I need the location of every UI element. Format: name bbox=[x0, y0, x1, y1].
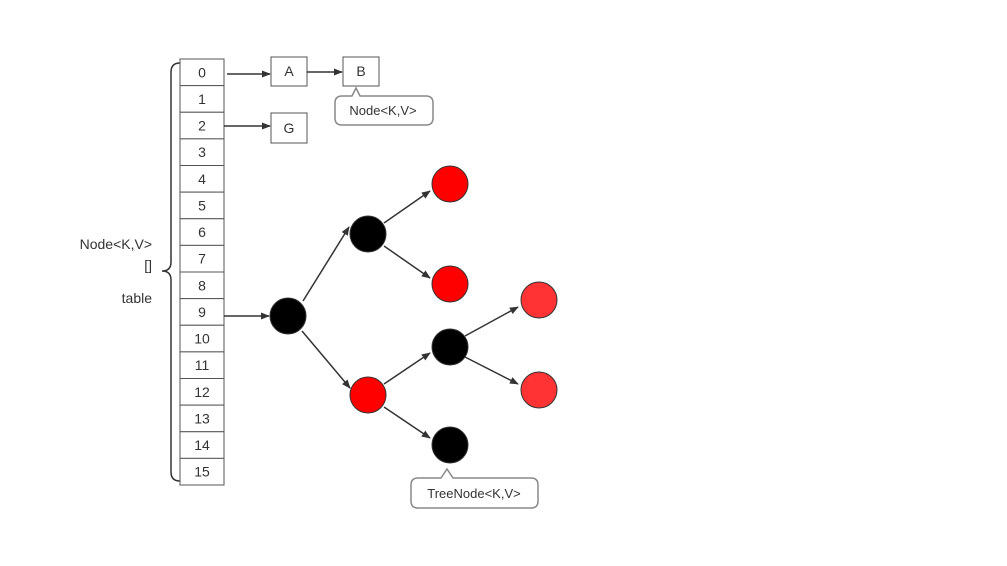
node-label-b: B bbox=[356, 63, 365, 79]
tree-node-l1-down-red bbox=[431, 265, 469, 303]
table-cell-index: 14 bbox=[194, 437, 210, 453]
table-cell bbox=[179, 85, 225, 113]
node-label-a: A bbox=[284, 63, 294, 79]
tree-edge-r2-down bbox=[464, 356, 519, 385]
callout-treenode-bubble bbox=[410, 467, 539, 509]
table-cell bbox=[179, 191, 225, 220]
table-cell-index: 12 bbox=[194, 384, 210, 400]
table-cell-index: 5 bbox=[198, 197, 206, 213]
tree-edge-r2-up bbox=[464, 306, 519, 337]
table-cell-index: 8 bbox=[198, 277, 206, 293]
callout-node-bubble bbox=[334, 86, 434, 126]
node-label-g: G bbox=[284, 120, 295, 136]
tree-node-root-black bbox=[269, 297, 307, 335]
table-cell bbox=[179, 58, 225, 87]
node-box-a bbox=[270, 56, 308, 87]
tree-edge-r1-up bbox=[383, 352, 431, 385]
table-cell bbox=[179, 351, 225, 379]
table-cell-index: 0 bbox=[198, 64, 206, 80]
table-cell-index: 10 bbox=[194, 331, 210, 347]
tree-node-r3-down-red bbox=[520, 371, 558, 409]
tree-node-r2-black bbox=[431, 328, 469, 366]
table-cell-index: 3 bbox=[198, 144, 206, 160]
table-cell-index: 1 bbox=[198, 91, 206, 107]
table-cell-index: 2 bbox=[198, 118, 206, 134]
tree-edge-r1-down bbox=[383, 406, 431, 439]
tree-node-l1-black bbox=[349, 215, 387, 253]
table-cell bbox=[179, 324, 225, 353]
table-cell bbox=[179, 457, 225, 486]
table-cell-index: 13 bbox=[194, 410, 210, 426]
callout-node-text: Node<K,V> bbox=[349, 103, 416, 118]
tree-edge-root-left bbox=[302, 226, 350, 302]
node-box-b bbox=[342, 56, 380, 87]
table-cell bbox=[179, 138, 225, 166]
table-label-name: table bbox=[122, 290, 153, 306]
table-cell-index: 11 bbox=[195, 357, 210, 373]
table-cell bbox=[179, 244, 225, 273]
tree-node-l1-up-red bbox=[431, 165, 469, 203]
table-cell-index: 9 bbox=[198, 304, 206, 320]
tree-node-r2-leaf-black bbox=[431, 426, 469, 464]
table-label-brackets: [] bbox=[144, 257, 152, 273]
table-brace bbox=[161, 62, 181, 482]
table-label-type: Node<K,V> bbox=[80, 236, 152, 252]
table-cell bbox=[179, 298, 225, 326]
node-box-g bbox=[270, 112, 308, 144]
table-cell-index: 7 bbox=[198, 251, 206, 267]
callout-treenode-text: TreeNode<K,V> bbox=[427, 486, 520, 501]
tree-node-r1-red bbox=[349, 376, 387, 414]
table-cell bbox=[179, 404, 225, 433]
tree-edge-l1-down bbox=[383, 245, 431, 279]
table-cell-index: 6 bbox=[198, 224, 206, 240]
table-cell-index: 15 bbox=[194, 464, 210, 480]
table-cell-index: 4 bbox=[198, 171, 206, 187]
tree-node-r3-up-red bbox=[520, 281, 558, 319]
tree-edge-root-right bbox=[301, 330, 351, 389]
tree-edge-l1-up bbox=[383, 190, 431, 224]
